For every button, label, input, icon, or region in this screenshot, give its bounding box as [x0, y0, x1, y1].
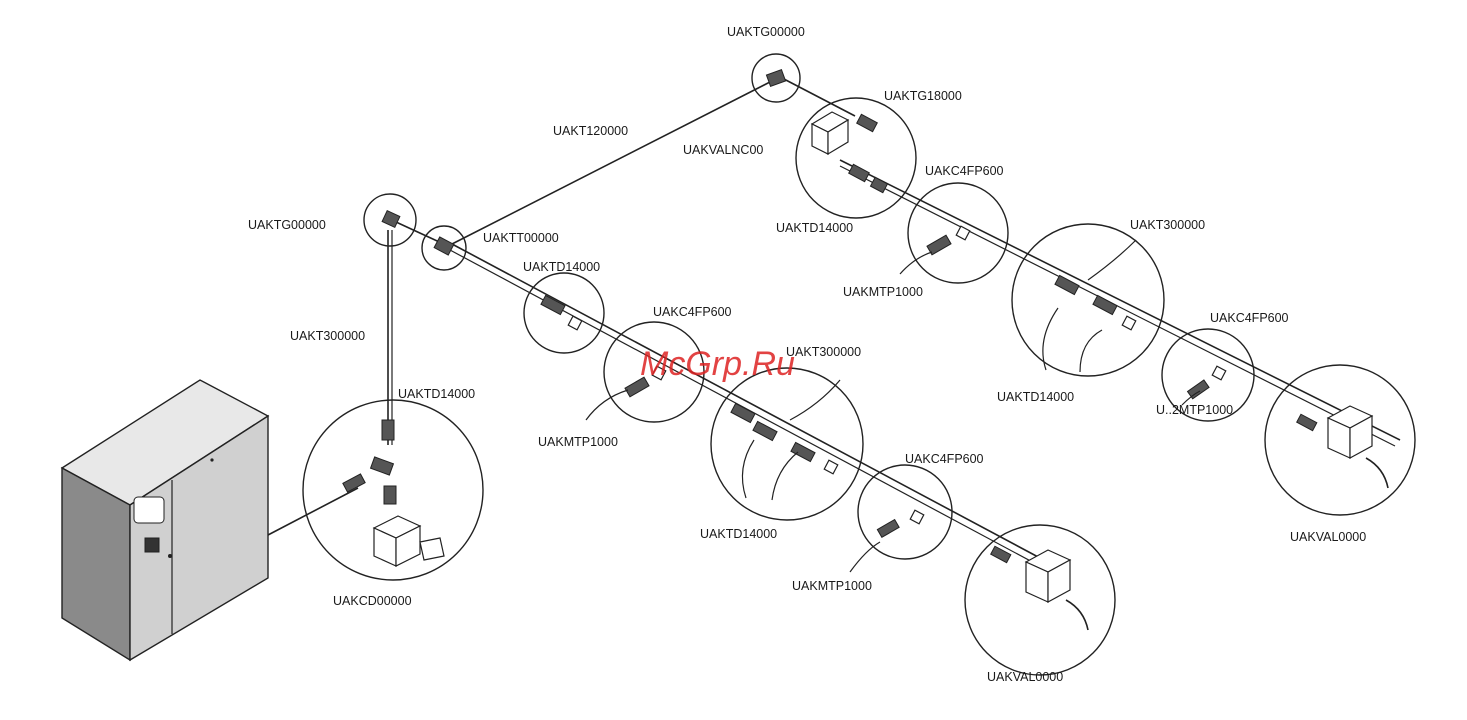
label-valnc: UAKVALNC00	[683, 143, 763, 157]
label-c4-lower-1: UAKC4FP600	[653, 305, 732, 319]
label-val-upper: UAKVAL0000	[1290, 530, 1366, 544]
label-val-lower: UAKVAL0000	[987, 670, 1063, 684]
label-t120: UAKT120000	[553, 124, 628, 138]
label-td-vertical: UAKTD14000	[398, 387, 475, 401]
label-cd: UAKCD00000	[333, 594, 412, 608]
label-mtp-upper-2: U..2MTP1000	[1156, 403, 1233, 417]
label-t300-upper: UAKT300000	[1130, 218, 1205, 232]
circle-val-lower	[965, 525, 1115, 675]
label-t300-lower: UAKT300000	[786, 345, 861, 359]
label-mtp-lower-1: UAKMTP1000	[538, 435, 618, 449]
label-td-lower-pair: UAKTD14000	[700, 527, 777, 541]
label-c4-lower-2: UAKC4FP600	[905, 452, 984, 466]
cabinet-switch-icon	[145, 538, 159, 552]
mtp-lower-2-icon	[877, 520, 899, 538]
circle-t300-lower	[711, 368, 863, 520]
circle-t300-upper	[1012, 224, 1164, 376]
label-t300-vertical: UAKT300000	[290, 329, 365, 343]
label-tg18: UAKTG18000	[884, 89, 962, 103]
label-tt: UAKTT00000	[483, 231, 559, 245]
cabinet-display-icon	[134, 497, 164, 523]
label-td-upper-pair: UAKTD14000	[997, 390, 1074, 404]
label-mtp-upper-1: UAKMTP1000	[843, 285, 923, 299]
fittings	[343, 70, 1388, 630]
solenoid-valve-nc-icon	[812, 112, 888, 193]
label-c4-upper-1: UAKC4FP600	[925, 164, 1004, 178]
drain-valve-cd-icon	[343, 420, 444, 566]
label-c4-upper-2: UAKC4FP600	[1210, 311, 1289, 325]
circle-valve-nc	[796, 98, 916, 218]
label-tg-left: UAKTG00000	[248, 218, 326, 232]
circle-td-lower-branch	[524, 273, 604, 353]
label-td-lower-branch: UAKTD14000	[523, 260, 600, 274]
pipes	[268, 78, 1400, 580]
humidifier-cabinet	[62, 380, 268, 660]
label-mtp-lower-2: UAKMTP1000	[792, 579, 872, 593]
label-td-upper-branch: UAKTD14000	[776, 221, 853, 235]
valve-upper-icon	[1328, 406, 1388, 488]
mtp-upper-2-icon	[1188, 380, 1210, 399]
watermark: McGrp.Ru	[640, 345, 795, 383]
label-tg-top: UAKTG00000	[727, 25, 805, 39]
valve-lower-icon	[1026, 550, 1088, 630]
